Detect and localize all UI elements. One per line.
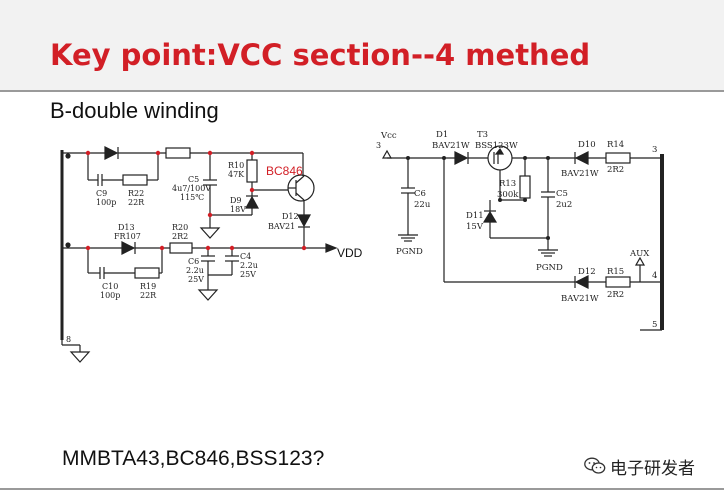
footer-divider: [0, 488, 724, 490]
label-d10: D10: [578, 140, 596, 150]
label-c4: C4: [240, 252, 251, 261]
label-r10: R10: [228, 161, 244, 170]
label-c10-value: 100p: [100, 291, 120, 300]
left-circuit: [60, 146, 338, 363]
label-pin4: 4: [652, 271, 657, 281]
label-c4-rating: 25V: [240, 270, 256, 279]
slide-header: [0, 0, 724, 90]
label-d12: D12: [282, 212, 299, 221]
label-pin3: 3: [652, 145, 657, 155]
label-r20-value: 2R2: [172, 232, 188, 241]
label-d9: D9: [230, 196, 242, 205]
component-question: MMBTA43,BC846,BSS123?: [62, 447, 325, 470]
wechat-icon: [584, 457, 606, 474]
label-r20: R20: [172, 223, 188, 232]
label-d13-value: FR107: [114, 232, 141, 241]
left-circuit-junctions: [85, 150, 307, 251]
label-d11: D11: [466, 211, 484, 221]
label-d1-value: BAV21W: [432, 141, 470, 151]
label-pgnd-left: PGND: [396, 247, 423, 257]
watermark: 电子研发者: [584, 454, 695, 479]
label-vcc: Vcc: [380, 131, 397, 141]
right-circuit-junctions: [406, 156, 550, 240]
label-pgnd-right: PGND: [536, 263, 563, 273]
label-vcc-pin: 3: [376, 141, 381, 150]
label-aux: AUX: [629, 249, 650, 259]
label-c5-temp: 115℃: [180, 193, 204, 202]
slide-title: Key point:VCC section--4 methed: [50, 38, 591, 72]
label-d1: D1: [436, 130, 448, 140]
label-r22-value: 22R: [128, 198, 145, 207]
label-t3-value: BSS123W: [475, 141, 518, 151]
label-c6: C6: [188, 257, 199, 266]
label-d12-right-value: BAV21W: [561, 294, 599, 304]
label-r15-value: 2R2: [607, 290, 624, 300]
label-pin8: 8: [66, 335, 71, 344]
label-d10-value: BAV21W: [561, 169, 599, 179]
label-r22: R22: [128, 189, 144, 198]
header-divider: [0, 90, 724, 92]
label-bc846: BC846: [266, 164, 303, 178]
label-r10-value: 47K: [228, 170, 245, 179]
label-d9-value: 18V: [230, 205, 246, 214]
label-c6-right-value: 22u: [414, 200, 431, 210]
label-c6-right: C6: [414, 189, 426, 199]
label-r13-value: 300k: [497, 190, 519, 200]
label-d13: D13: [118, 223, 135, 232]
label-c6-value: 2.2u: [186, 266, 204, 275]
label-d12-value: BAV21: [268, 222, 295, 231]
label-c9-value: 100p: [96, 198, 116, 207]
right-circuit-labels: Vcc 3 D1 BAV21W T3 BSS123W D10 BAV21W R1…: [376, 130, 657, 330]
label-t3: T3: [477, 130, 488, 140]
label-r19-value: 22R: [140, 291, 157, 300]
label-c4-value: 2.2u: [240, 261, 258, 270]
label-r14-value: 2R2: [607, 165, 624, 175]
label-c5-right: C5: [556, 189, 568, 199]
label-vdd: VDD: [337, 246, 363, 260]
label-r15: R15: [607, 267, 624, 277]
label-r19: R19: [140, 282, 156, 291]
label-c10: C10: [102, 282, 118, 291]
label-d12-right: D12: [578, 267, 596, 277]
label-r13: R13: [499, 179, 516, 189]
watermark-text: 电子研发者: [610, 458, 695, 479]
label-c5-right-value: 2u2: [556, 200, 572, 210]
slide-subtitle: B-double winding: [50, 98, 219, 123]
label-c6-rating: 25V: [188, 275, 204, 284]
label-c9: C9: [96, 189, 107, 198]
label-d11-value: 15V: [466, 222, 484, 232]
label-r14: R14: [607, 140, 624, 150]
label-c5-value: 4u7/100V: [172, 184, 211, 193]
label-c5: C5: [188, 175, 199, 184]
label-pin5: 5: [652, 320, 657, 330]
left-circuit-labels: C9 100p R22 22R R10 47K C5 4u7/100V 115℃…: [66, 161, 363, 344]
